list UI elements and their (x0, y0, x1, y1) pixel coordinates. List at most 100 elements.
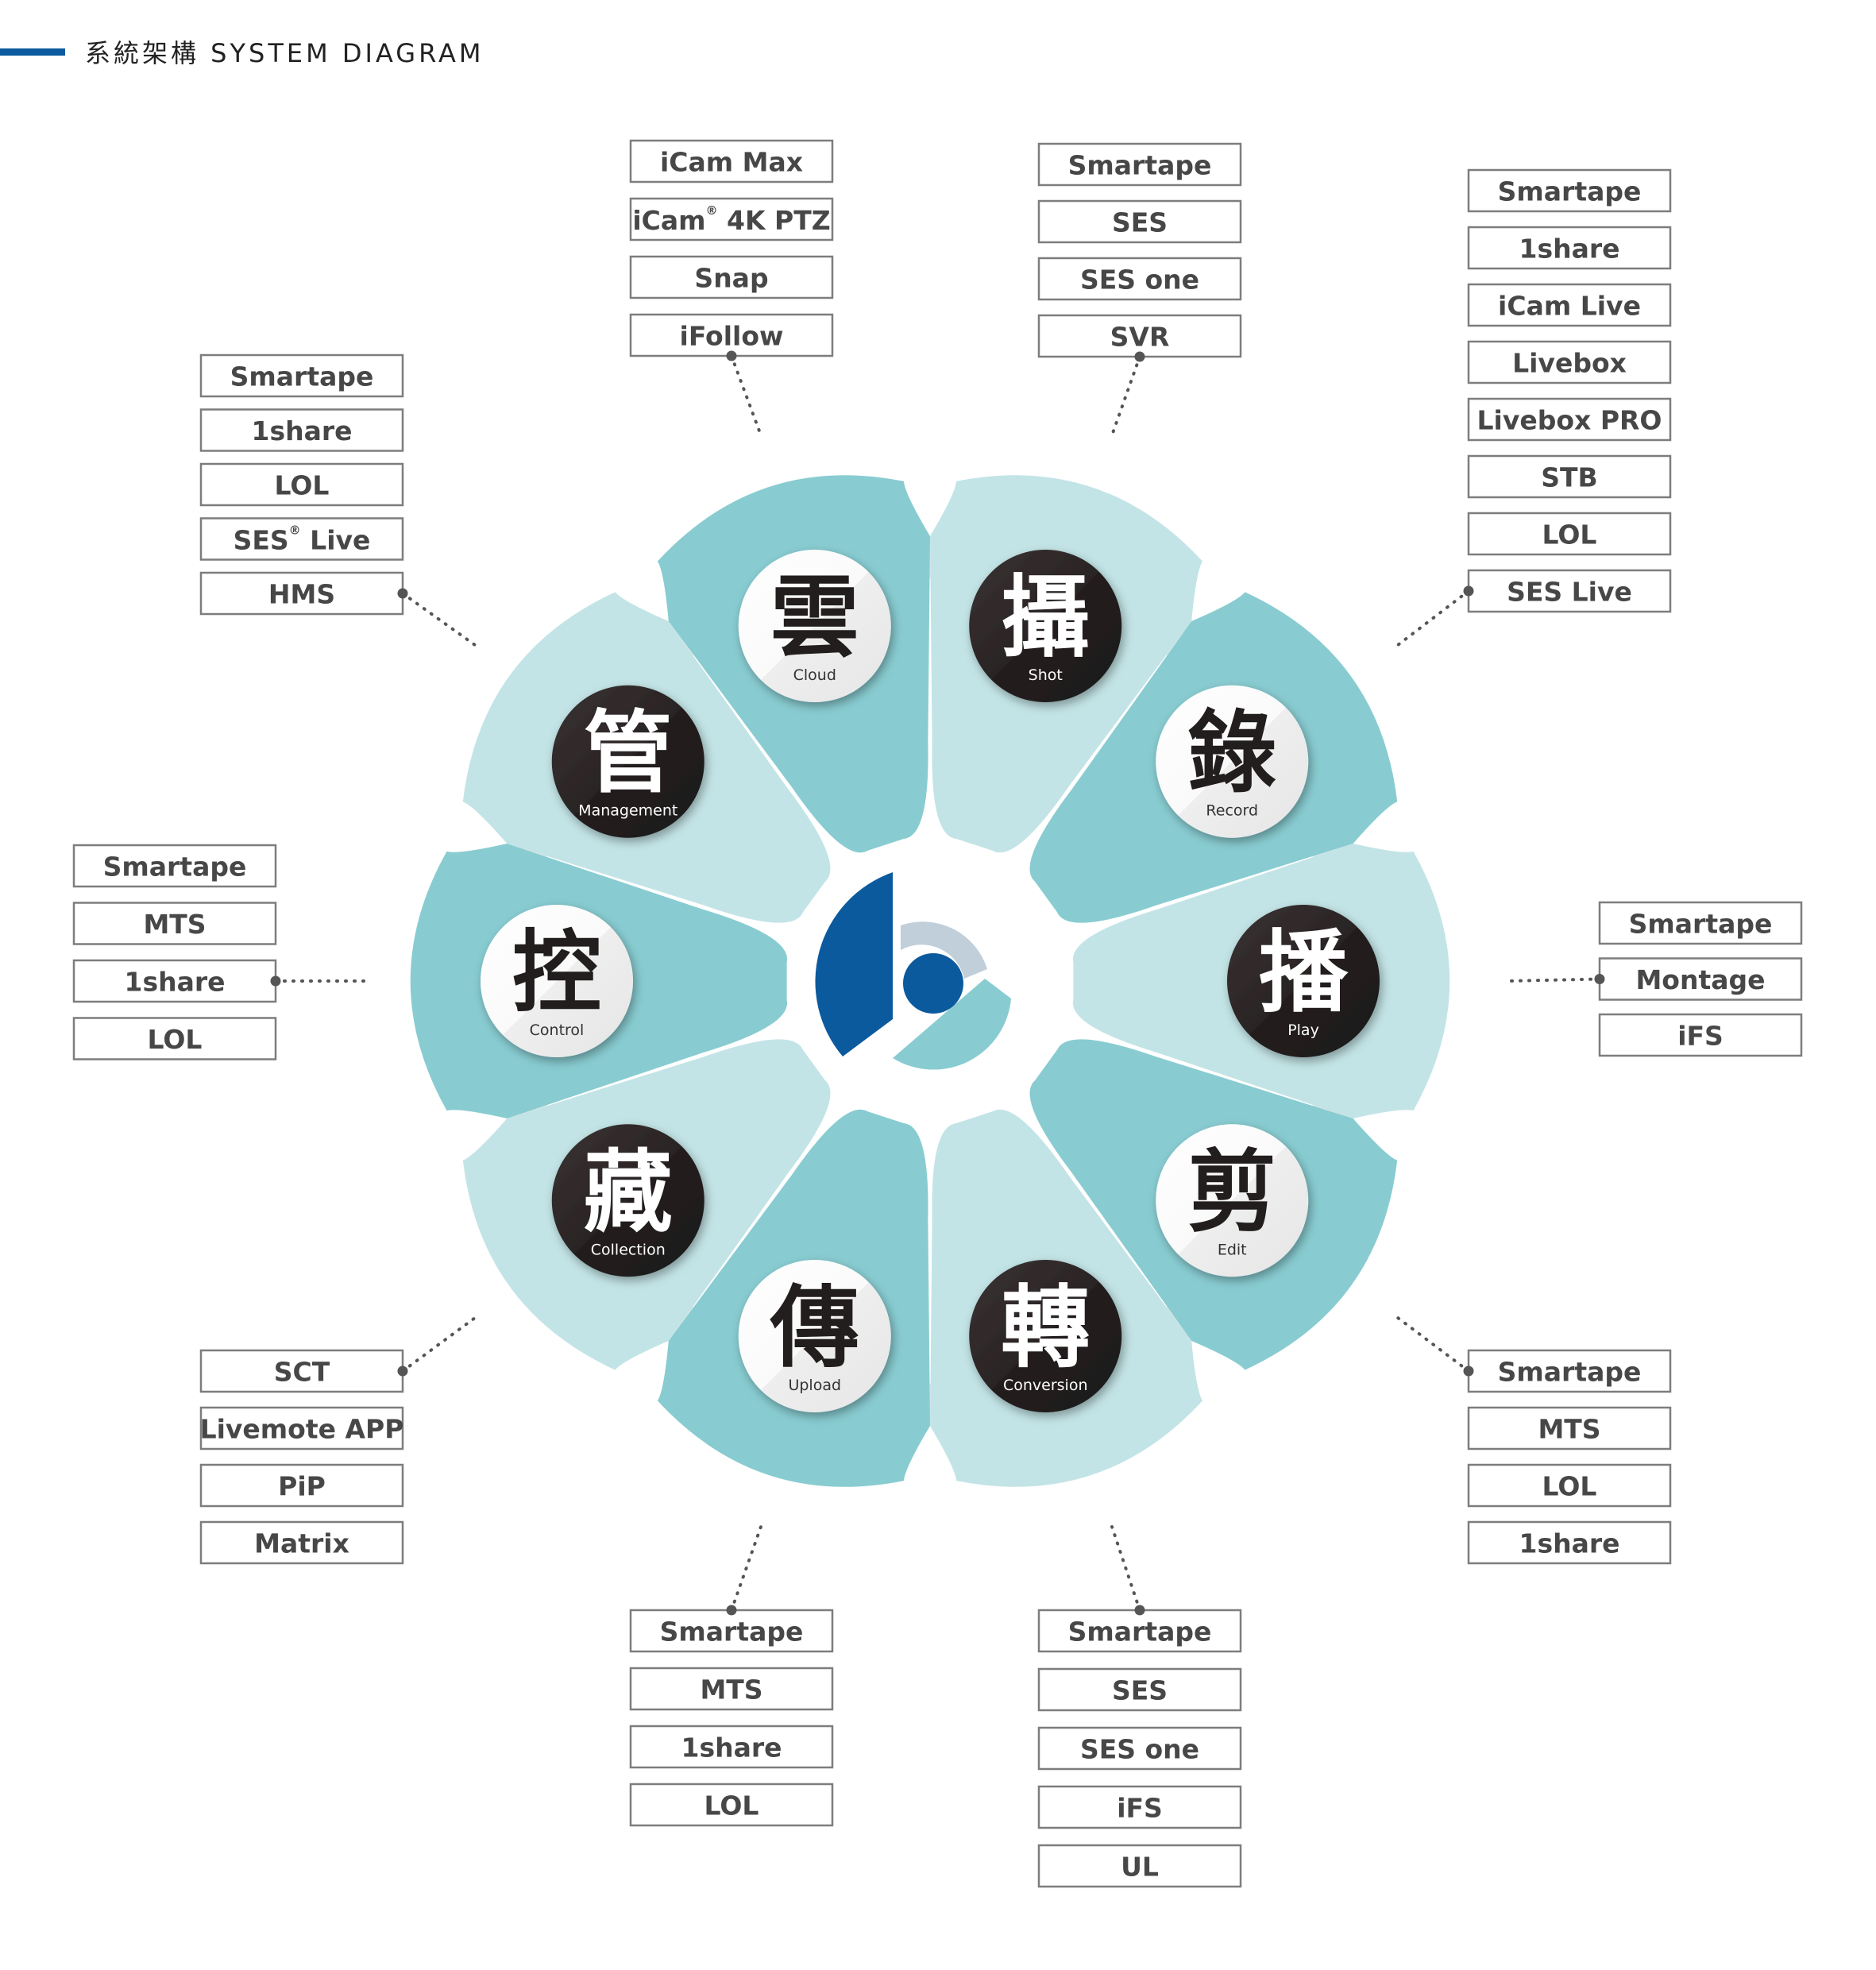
product-box: Livebox (1467, 340, 1672, 384)
segment-char: 播 (1259, 921, 1349, 1025)
product-label: iCam Live (1498, 291, 1641, 322)
connector-line (1396, 1316, 1470, 1373)
product-label: MTS (143, 909, 206, 940)
product-box-frame (199, 1349, 404, 1393)
product-box-frame (1467, 1349, 1672, 1393)
segment-wheel: 攝Shot錄Record播Play剪Edit轉Conversion傳Upload… (410, 475, 1450, 1487)
product-box-frame (1598, 957, 1803, 1001)
product-box: LOL (1467, 1463, 1672, 1508)
product-box-frame (1467, 454, 1672, 499)
product-box: Smartape (1037, 1609, 1242, 1653)
product-label: SES® Live (234, 523, 371, 556)
product-box: LOL (199, 462, 404, 507)
product-box: MTS (72, 902, 277, 945)
product-box-frame (1037, 1844, 1242, 1888)
product-label: Matrix (254, 1528, 349, 1559)
connector-dot (726, 350, 737, 361)
segment-badge (969, 550, 1122, 703)
product-box: 1share (1467, 1520, 1672, 1565)
product-label: Smartape (660, 1617, 804, 1647)
product-box-frame (72, 902, 277, 945)
product-box-frame (1467, 226, 1672, 270)
product-label: MTS (700, 1674, 762, 1705)
segment-label: Record (1206, 802, 1258, 820)
product-box-frame (199, 1406, 404, 1450)
product-box-frame (1467, 1406, 1672, 1450)
segment-char: 雲 (770, 566, 859, 670)
product-box-frame (1598, 901, 1803, 945)
product-label: LOL (1542, 1471, 1597, 1502)
product-label: iFS (1117, 1793, 1163, 1824)
segment-badge (1156, 685, 1309, 838)
segment-label: Shot (1029, 666, 1063, 684)
segment-badge (1156, 1124, 1309, 1277)
product-box: iCam® 4K PTZ (629, 197, 834, 241)
product-label: PiP (278, 1471, 326, 1502)
connector-line (401, 592, 477, 647)
product-box: SES (1037, 1667, 1242, 1712)
product-label: SES one (1080, 1734, 1199, 1765)
segment-char: 錄 (1187, 702, 1276, 805)
connector-dot (1463, 1365, 1474, 1377)
segment-label: Conversion (1003, 1377, 1088, 1394)
segment-char: 控 (512, 921, 601, 1025)
product-label: iFS (1677, 1021, 1724, 1052)
product-box-frame (199, 408, 404, 452)
product-label: SES (1112, 1675, 1168, 1706)
product-label: Smartape (1629, 909, 1773, 940)
product-box: 1share (629, 1725, 834, 1769)
product-box-frame (199, 517, 404, 561)
product-label: 1share (1519, 1528, 1619, 1559)
product-box-frame (1037, 1785, 1242, 1829)
segment-label: Play (1287, 1022, 1319, 1039)
product-box-frame (629, 139, 834, 183)
segment-char: 管 (584, 702, 673, 805)
product-label: 1share (681, 1732, 782, 1763)
connector-line (1110, 1525, 1141, 1612)
product-box: 1share (1467, 226, 1672, 270)
page-header: 系統架構 SYSTEM DIAGRAM (0, 38, 481, 68)
product-label: SVR (1110, 322, 1170, 353)
product-label: Smartape (1068, 1617, 1212, 1647)
product-box: MTS (629, 1667, 834, 1711)
product-box: Livemote APP (199, 1406, 404, 1450)
connector-dot (1463, 585, 1474, 597)
product-box-frame (1467, 168, 1672, 213)
product-label: LOL (704, 1790, 759, 1821)
product-box: Smartape (1598, 901, 1803, 945)
brand-logo-icon (815, 872, 1011, 1070)
connector-line (1110, 355, 1141, 437)
product-box: iCam Live (1467, 283, 1672, 327)
product-box: PiP (199, 1463, 404, 1508)
product-box: SES (1037, 199, 1242, 244)
connector-dot (397, 1365, 408, 1377)
header-accent-bar (0, 48, 65, 56)
segment-char: 藏 (584, 1141, 673, 1244)
product-box: STB (1467, 454, 1672, 499)
product-box: iFollow (629, 313, 834, 357)
connector-dot (270, 975, 281, 987)
product-label: Montage (1635, 964, 1765, 995)
product-box: SES one (1037, 1726, 1242, 1771)
product-box: SES Live (1467, 569, 1672, 613)
product-label: SES Live (1507, 577, 1632, 608)
product-box-frame (199, 1463, 404, 1508)
product-box-frame (1467, 512, 1672, 556)
product-box-frame (72, 844, 277, 888)
connector-dot (1134, 351, 1145, 362)
segment-badge (551, 1124, 704, 1277)
segment-label: Cloud (793, 666, 836, 684)
product-box: Matrix (199, 1520, 404, 1565)
product-label: SES one (1080, 265, 1199, 296)
segment-badge (481, 905, 633, 1057)
